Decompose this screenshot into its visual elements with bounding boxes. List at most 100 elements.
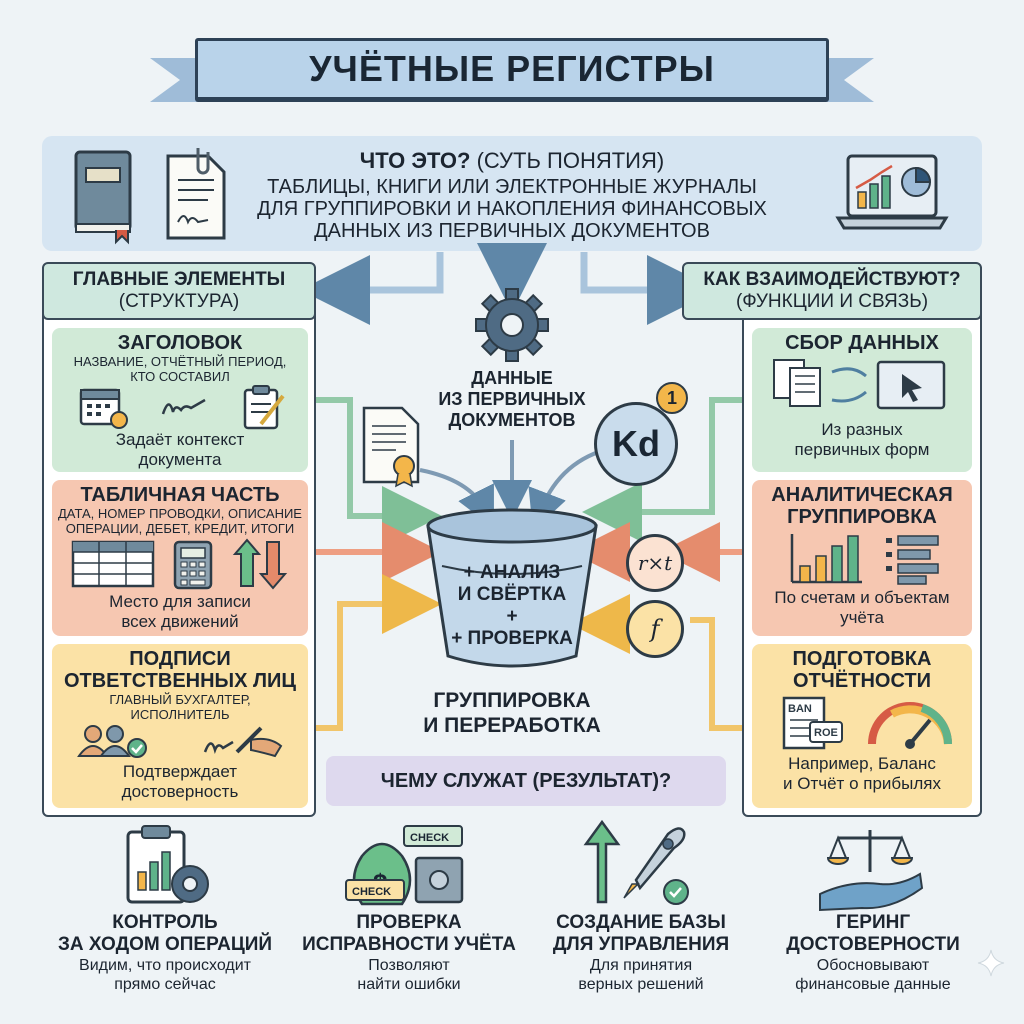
bottom-title-line: ДОСТОВЕРНОСТИ (786, 934, 960, 955)
card-note: Место для записи всех движений (109, 592, 251, 632)
card-subtitle-line: ОПЕРАЦИИ, ДЕБЕТ, КРЕДИТ, ИТОГИ (65, 521, 295, 536)
card-note: Задаёт контекст документа (116, 430, 245, 470)
kd-badge: Kd (594, 402, 678, 486)
process-label-line: И ПЕРЕРАБОТКА (423, 714, 601, 737)
book-icon (74, 150, 132, 245)
source-label-line: ДОКУМЕНТОВ (448, 410, 576, 430)
card-note: Например, Баланс и Отчёт о прибылях (783, 754, 941, 794)
clipboard-gear-icon (126, 825, 209, 904)
definition-panel: ЧТО ЭТО? (СУТЬ ПОНЯТИЯ) ТАБЛИЦЫ, КНИГИ И… (42, 136, 982, 251)
bottom-note-line: верных решений (578, 976, 704, 993)
right-heading-title: КАК ВЗАИМОДЕЙСТВУЮТ? (703, 269, 961, 290)
card-table-part: ТАБЛИЧНАЯ ЧАСТЬ ДАТА, НОМЕР ПРОВОДКИ, ОП… (52, 480, 308, 636)
title-banner: УЧЁТНЫЕ РЕГИСТРЫ (195, 38, 829, 100)
card-title: ПОДПИСИ (129, 648, 231, 670)
bottom-note-line: Обосновывают (816, 957, 930, 974)
calendar-icon (79, 388, 128, 429)
definition-body: ТАБЛИЦЫ, КНИГИ ИЛИ ЭЛЕКТРОННЫЕ ЖУРНАЛЫ Д… (232, 176, 792, 242)
process-label: ГРУППИРОВКА И ПЕРЕРАБОТКА (380, 688, 644, 738)
left-heading-subtitle: (СТРУКТУРА) (118, 291, 240, 312)
card-title: ТАБЛИЧНАЯ ЧАСТЬ (80, 484, 280, 506)
bottom-item-control: КОНТРОЛЬ ЗА ХОДОМ ОПЕРАЦИЙ Видим, что пр… (40, 912, 290, 994)
bottom-title-line: ГЕРИНГ (835, 912, 911, 933)
formula-f-label: f (650, 615, 660, 643)
banner-tail-left (150, 58, 198, 102)
card-note: Из разных первичных форм (795, 420, 930, 460)
scales-hand-icon (819, 830, 924, 912)
formula-f-badge: f (626, 600, 684, 658)
rocket-growth-icon (583, 819, 689, 905)
roe-label: ROE (814, 727, 838, 739)
bottom-item-reliability: ГЕРИНГ ДОСТОВЕРНОСТИ Обосновывают финанс… (748, 912, 998, 994)
card-note: Подтверждает достоверность (122, 762, 239, 802)
arrow-icon (831, 367, 867, 378)
bottom-title-line: ДЛЯ УПРАВЛЕНИЯ (552, 934, 730, 955)
kd-badge-label: Kd (612, 423, 660, 464)
card-title: СБОР ДАННЫХ (785, 332, 939, 354)
left-heading-title: ГЛАВНЫЕ ЭЛЕМЕНТЫ (72, 269, 286, 290)
bucket-text: + АНАЛИЗ И СВЁРТКА + + ПРОВЕРКА (432, 562, 592, 650)
signature-icon (161, 398, 206, 415)
people-icon (77, 725, 147, 758)
bottom-note-line: найти ошибки (357, 976, 461, 993)
ban-label: BAN (788, 703, 812, 715)
card-title-line2: ОТЧЁТНОСТИ (793, 670, 931, 692)
header-icons (79, 385, 285, 430)
bottom-item-management-base: СОЗДАНИЕ БАЗЫ ДЛЯ УПРАВЛЕНИЯ Для приняти… (516, 912, 766, 994)
kd-superscript-label: 1 (666, 387, 677, 408)
bottom-note-line: Для принятия (589, 957, 693, 974)
card-title-line2: ГРУППИРОВКА (787, 506, 937, 528)
source-label-line: ДАННЫЕ (471, 368, 553, 388)
signing-hand-icon (203, 726, 283, 758)
definition-heading-rest: (СУТЬ ПОНЯТИЯ) (476, 148, 665, 173)
card-note-line: По счетам и объектам (774, 588, 950, 607)
bottom-note-line: Позволяют (368, 957, 450, 974)
formula-rxt-badge: r×t (626, 534, 684, 592)
check-label-top: CHECK (410, 832, 449, 844)
card-subtitle-line: КТО СОСТАВИЛ (130, 369, 230, 384)
signatures-icons (77, 725, 283, 758)
check-label-bottom: CHECK (352, 886, 391, 898)
data-collection-icons (773, 359, 946, 410)
definition-line: ДЛЯ ГРУППИРОВКИ И НАКОПЛЕНИЯ ФИНАНСОВЫХ (257, 198, 767, 220)
card-note-line: Подтверждает (122, 762, 238, 781)
report-documents-icon: BAN ROE (782, 696, 843, 750)
calculator-icon (173, 540, 213, 590)
card-note-line: учёта (840, 608, 884, 627)
card-note-line: Задаёт контекст (115, 430, 245, 449)
page-title: УЧЁТНЫЕ РЕГИСТРЫ (309, 48, 715, 89)
certificate-document-icon (362, 406, 420, 488)
card-note-line: и Отчёт о прибылях (783, 774, 941, 793)
purpose-label: ЧЕМУ СЛУЖАТ (РЕЗУЛЬТАТ)? (326, 756, 726, 806)
laptop-chart-icon (835, 154, 949, 230)
spreadsheet-icon (71, 540, 155, 588)
gear-icon (475, 288, 549, 362)
card-subtitle: ГЛАВНЫЙ БУХГАЛТЕР, ИСПОЛНИТЕЛЬ (109, 692, 250, 722)
bucket-text-line: И СВЁРТКА (457, 584, 567, 605)
card-analytic-grouping: АНАЛИТИЧЕСКАЯ ГРУППИРОВКА По счетам и об… (752, 480, 972, 636)
card-subtitle-line: ИСПОЛНИТЕЛЬ (130, 707, 230, 722)
bottom-title-line: КОНТРОЛЬ (112, 912, 218, 933)
bucket-icon (426, 508, 598, 668)
card-subtitle-line: ДАТА, НОМЕР ПРОВОДКИ, ОПИСАНИЕ (58, 506, 302, 521)
card-note-line: документа (138, 450, 222, 469)
right-column-heading: КАК ВЗАИМОДЕЙСТВУЮТ? (ФУНКЦИИ И СВЯЗЬ) (682, 262, 982, 320)
card-subtitle-line: НАЗВАНИЕ, ОТЧЁТНЫЙ ПЕРИОД, (73, 354, 287, 369)
card-note-line: Из разных (821, 420, 903, 439)
banner-tail-right (826, 58, 874, 102)
list-icon (886, 535, 939, 585)
card-data-collection: СБОР ДАННЫХ Из разных первичных форм (752, 328, 972, 472)
card-note-line: первичных форм (794, 440, 930, 459)
money-safe-check-icon: $ CHECK CHECK (345, 825, 464, 906)
bottom-title-line: ЗА ХОДОМ ОПЕРАЦИЙ (57, 934, 273, 955)
bottom-note-line: прямо сейчас (114, 976, 216, 993)
definition-line: ТАБЛИЦЫ, КНИГИ ИЛИ ЭЛЕКТРОННЫЕ ЖУРНАЛЫ (267, 176, 757, 198)
bottom-note-line: финансовые данные (795, 976, 951, 993)
right-heading-subtitle: (ФУНКЦИИ И СВЯЗЬ) (735, 291, 929, 312)
bottom-title-line: ПРОВЕРКА (356, 912, 462, 933)
clipboard-icon (243, 385, 285, 430)
card-note-line: Например, Баланс (788, 754, 936, 773)
card-title: АНАЛИТИЧЕСКАЯ (771, 484, 953, 506)
bucket-text-line: + ПРОВЕРКА (451, 628, 573, 649)
